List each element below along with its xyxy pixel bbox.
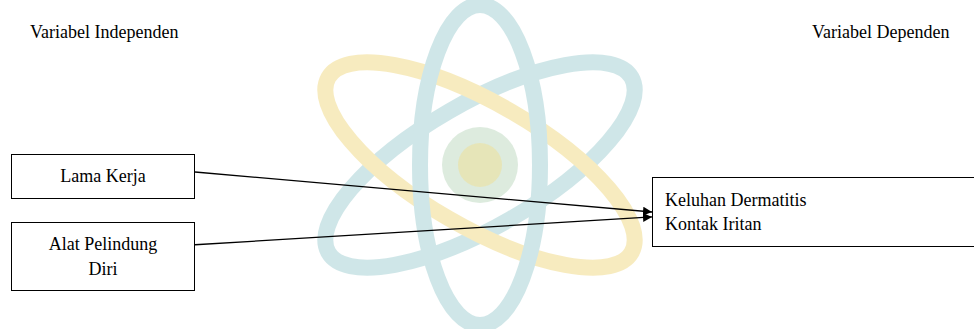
node-text: Lama Kerja (60, 164, 145, 188)
variable-box: Alat Pelindung Diri (11, 222, 195, 291)
node-text: Alat Pelindung Diri (36, 232, 171, 281)
variable-box: Lama Kerja (11, 154, 195, 199)
variable-box: Keluhan Dermatitis Kontak Iritan (652, 177, 974, 247)
column-heading: Variabel Independen (30, 22, 178, 43)
column-heading: Variabel Dependen (812, 22, 949, 43)
node-text: Keluhan Dermatitis Kontak Iritan (665, 188, 845, 237)
arrow-connector (195, 172, 652, 212)
arrow-connector (195, 217, 652, 245)
